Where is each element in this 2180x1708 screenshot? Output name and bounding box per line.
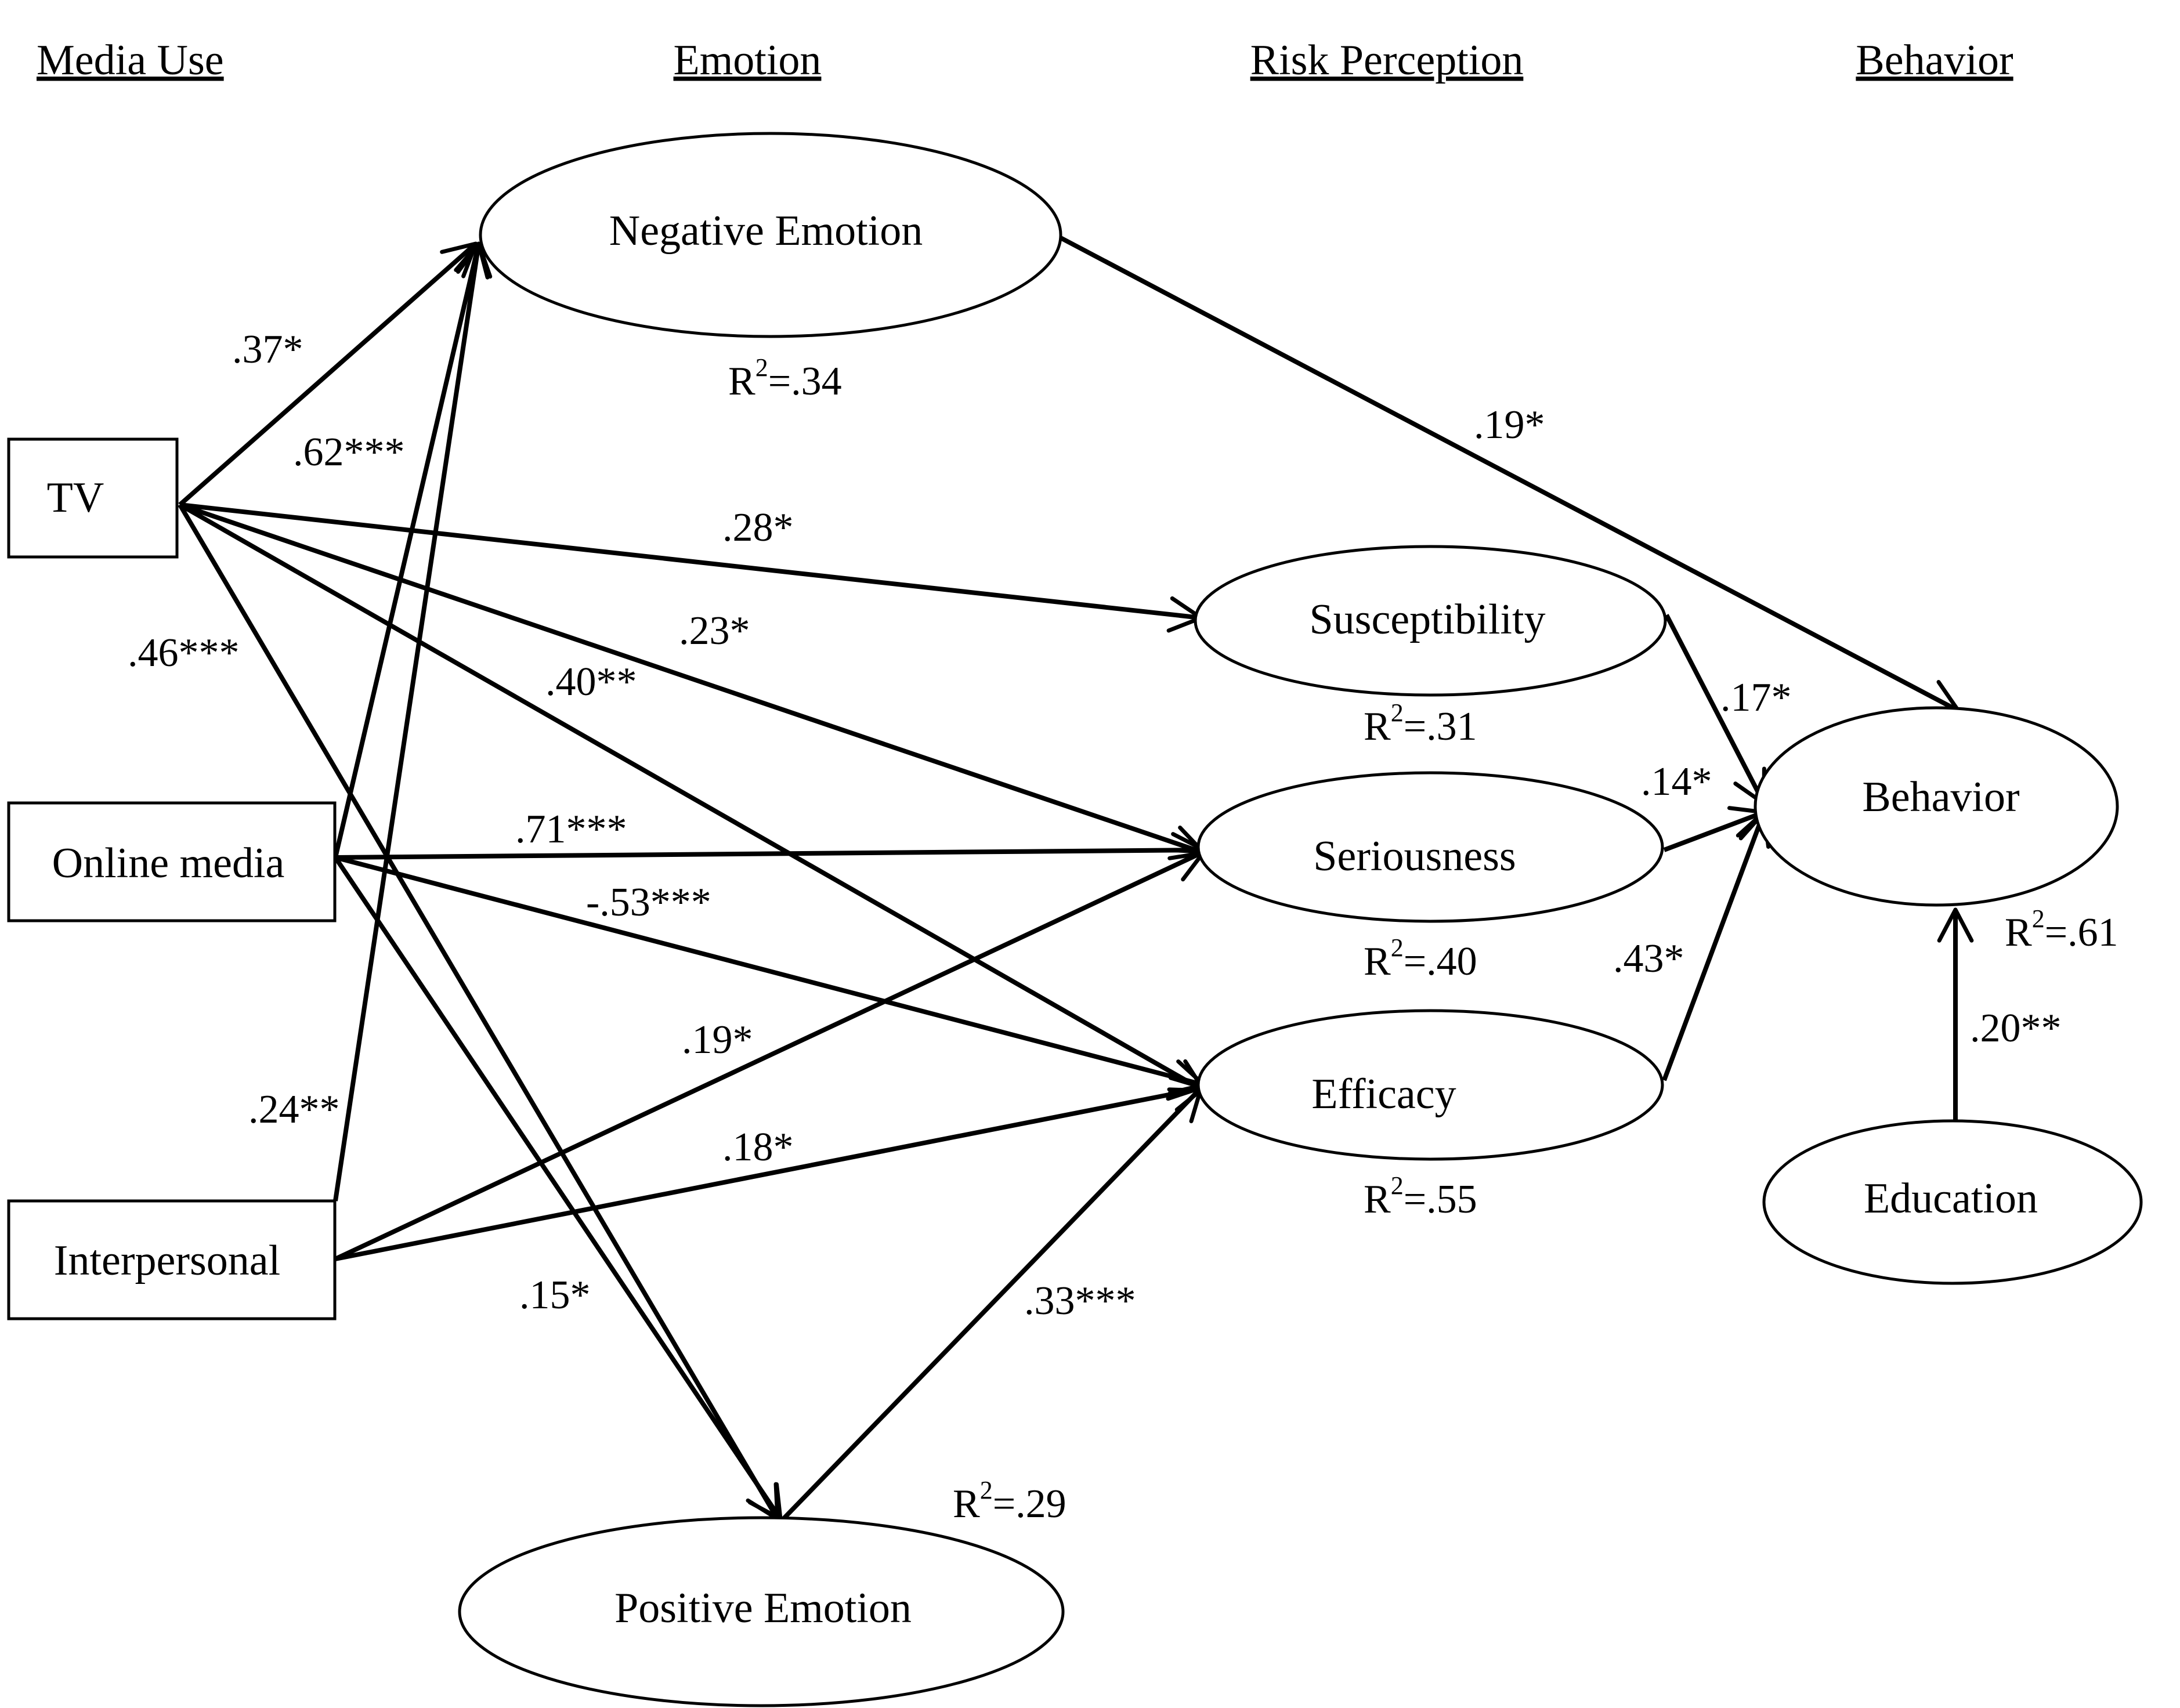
arrow-online-media-to-negative-emotion (333, 243, 481, 858)
node-education-label: Education (1864, 1175, 2038, 1222)
arrow-efficacy-to-behavior (1662, 811, 1766, 1081)
coef-online-efficacy: -.53*** (586, 880, 711, 925)
coef-online-seriousness: .71*** (515, 807, 627, 852)
coef-interpersonal-seriousness: .19* (682, 1018, 753, 1062)
node-online-media-label: Online media (52, 839, 285, 887)
coef-interpersonal-efficacy: .18* (722, 1125, 794, 1170)
r2-value: =.34 (768, 359, 842, 404)
coef-tv-efficacy: .40** (545, 660, 637, 704)
coef-online-positive-emotion: .15* (519, 1273, 591, 1318)
node-education: Education (1762, 1119, 2143, 1285)
r2-efficacy: R2=.55 (1364, 1171, 1477, 1222)
coef-efficacy-behavior: .43* (1613, 936, 1684, 981)
arrow-tv-to-positive-emotion (178, 503, 780, 1521)
path-arrows (178, 236, 1974, 1521)
coef-negative-emotion-behavior: .19* (1474, 403, 1545, 447)
arrow-tv-to-seriousness (179, 502, 1205, 855)
header-behavior: Behavior (1856, 37, 2013, 84)
r2-letter: R (728, 359, 755, 404)
arrow-positive-emotion-to-efficacy (782, 1086, 1203, 1521)
node-negative-emotion-label: Negative Emotion (609, 207, 923, 255)
coef-education-behavior: .20** (1970, 1006, 2062, 1051)
node-susceptibility-label: Susceptibility (1310, 596, 1546, 643)
coef-online-negative-emotion: .62*** (293, 430, 405, 475)
arrow-negative-emotion-to-behavior (1060, 236, 1960, 713)
r2-seriousness: R2=.40 (1364, 933, 1477, 984)
node-interpersonal-label: Interpersonal (54, 1237, 280, 1284)
arrowhead-tv-to-negative-emotion (440, 241, 478, 278)
node-efficacy: Efficacy (1196, 1009, 1664, 1161)
coef-tv-seriousness: .23* (679, 609, 750, 653)
arrow-susceptibility-to-behavior (1664, 614, 1766, 805)
r2-exponent: 2 (1391, 933, 1404, 962)
arrow-interpersonal-to-negative-emotion (333, 243, 481, 1202)
node-negative-emotion: Negative Emotion (479, 132, 1062, 338)
r2-letter: R (1364, 704, 1391, 749)
node-positive-emotion-label: Positive Emotion (614, 1584, 912, 1632)
node-seriousness-label: Seriousness (1313, 833, 1516, 880)
arrow-interpersonal-to-seriousness (334, 849, 1205, 1261)
node-interpersonal: Interpersonal (7, 1199, 337, 1320)
arrow-tv-to-negative-emotion (178, 242, 478, 506)
header-risk-perception: Risk Perception (1250, 37, 1524, 84)
r2-letter: R (1364, 1177, 1391, 1222)
r2-exponent: 2 (1391, 1171, 1404, 1200)
node-seriousness: Seriousness (1196, 771, 1664, 923)
coef-susceptibility-behavior: .17* (1720, 675, 1792, 720)
arrow-online-media-to-positive-emotion (333, 856, 783, 1521)
node-behavior: Behavior (1754, 706, 2119, 907)
arrow-tv-to-susceptibility (179, 502, 1202, 620)
coef-interpersonal-negative-emotion: .24** (248, 1087, 340, 1132)
r2-exponent: 2 (2032, 904, 2045, 933)
r2-value: =.61 (2045, 910, 2118, 955)
arrow-tv-to-efficacy (179, 502, 1205, 1093)
node-behavior-label: Behavior (1862, 773, 2019, 821)
r2-value: =.31 (1404, 704, 1477, 749)
node-tv: TV (7, 437, 179, 559)
node-positive-emotion: Positive Emotion (458, 1516, 1065, 1707)
r2-letter: R (1364, 939, 1391, 984)
node-online-media: Online media (7, 801, 337, 922)
r2-exponent: 2 (980, 1476, 993, 1504)
r2-behavior: R2=.61 (2005, 904, 2118, 955)
r2-negative-emotion: R2=.34 (728, 353, 842, 404)
header-media-use: Media Use (37, 37, 224, 84)
r2-exponent: 2 (1391, 699, 1404, 727)
arrow-online-media-to-seriousness (335, 848, 1205, 860)
r2-susceptibility: R2=.31 (1364, 699, 1477, 749)
r2-letter: R (953, 1482, 980, 1526)
r2-value: =.55 (1404, 1177, 1477, 1222)
coef-seriousness-behavior: .14* (1641, 759, 1712, 804)
arrow-interpersonal-to-efficacy (335, 1085, 1205, 1261)
header-emotion: Emotion (674, 37, 822, 84)
arrowhead-education-to-behavior (1937, 907, 1974, 943)
r2-positive-emotion: R2=.29 (953, 1476, 1066, 1526)
node-efficacy-label: Efficacy (1311, 1070, 1456, 1118)
coef-positive-emotion-efficacy: .33*** (1024, 1279, 1136, 1323)
r2-value: =.40 (1404, 939, 1477, 984)
r2-letter: R (2005, 910, 2032, 955)
arrow-seriousness-to-behavior (1663, 810, 1765, 852)
node-susceptibility: Susceptibility (1194, 545, 1667, 697)
coef-tv-positive-emotion: .46*** (128, 631, 240, 675)
coef-tv-susceptibility: .28* (722, 505, 794, 550)
r2-exponent: 2 (755, 353, 768, 382)
arrowhead-interpersonal-to-negative-emotion (456, 241, 493, 279)
node-tv-label: TV (47, 474, 104, 522)
coef-tv-negative-emotion: .37* (232, 327, 303, 372)
r2-value: =.29 (993, 1482, 1066, 1526)
arrow-online-media-to-efficacy (334, 855, 1205, 1087)
